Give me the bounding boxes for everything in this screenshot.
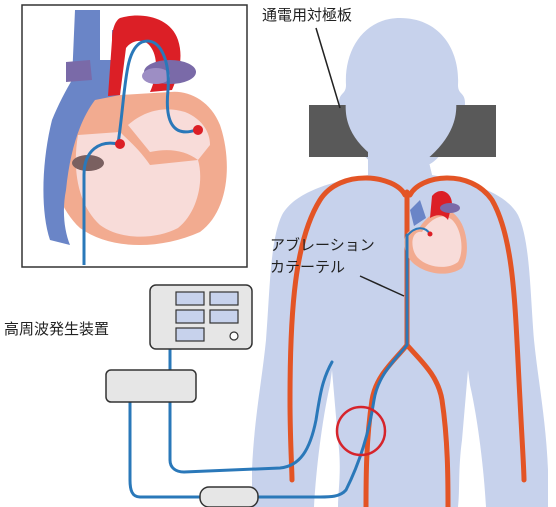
- rf-generator-label: 高周波発生装置: [4, 320, 109, 338]
- return-electrode-plate: [309, 100, 496, 175]
- ablation-catheter-label-line1: アブレーション: [270, 236, 375, 254]
- plate-leader-line: [316, 28, 340, 108]
- heart-inset: [22, 5, 247, 267]
- connector-box-icon: [106, 370, 196, 402]
- catheter-handle-icon: [200, 487, 258, 507]
- ablation-catheter-label-line2: カテーテル: [270, 258, 345, 276]
- rf-generator-icon: [150, 285, 252, 349]
- return-electrode-plate-label: 通電用対極板: [262, 6, 352, 24]
